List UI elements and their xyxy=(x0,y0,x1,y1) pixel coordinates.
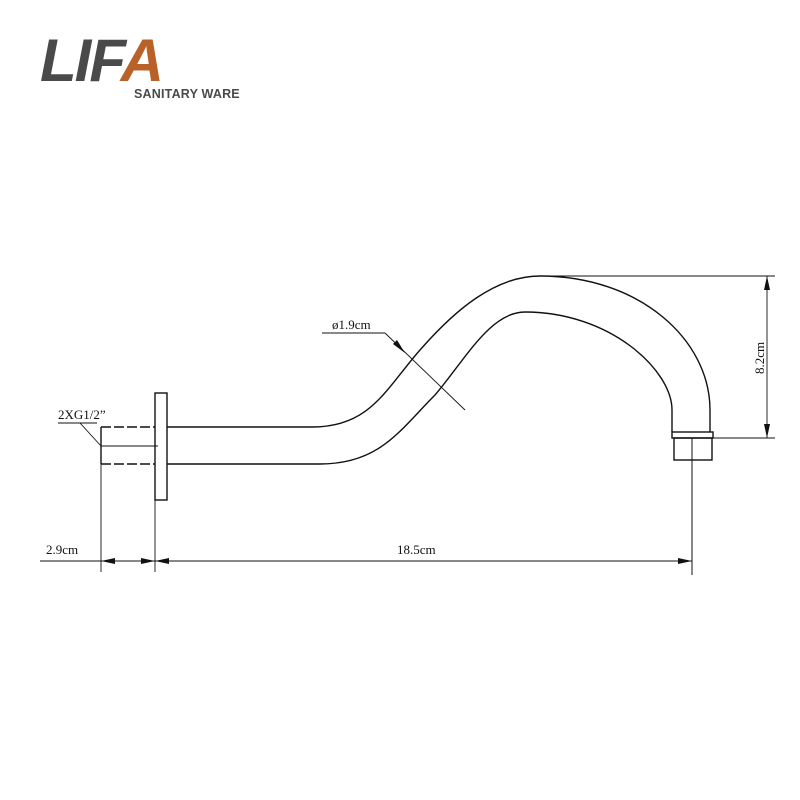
pipe-outer-edge xyxy=(167,275,711,432)
height-label: 8.2cm xyxy=(752,342,767,374)
pipe-inner-edge xyxy=(167,311,673,465)
diameter-label: ø1.9cm xyxy=(332,317,371,332)
thread-size-label: 2XG1/2” xyxy=(58,407,106,422)
brand-logo: LIFA SANITARY WARE xyxy=(38,27,248,122)
outlet-nozzle xyxy=(671,431,714,575)
stub-length-label: 2.9cm xyxy=(46,542,78,557)
logo-text-accent: A xyxy=(120,27,164,94)
logo-tagline: SANITARY WARE xyxy=(134,87,240,101)
logo-wordmark: LIFA xyxy=(40,26,164,95)
arm-length-label: 18.5cm xyxy=(397,542,436,557)
thread-stub xyxy=(100,426,158,465)
logo-text-dark: LIF xyxy=(40,27,123,94)
